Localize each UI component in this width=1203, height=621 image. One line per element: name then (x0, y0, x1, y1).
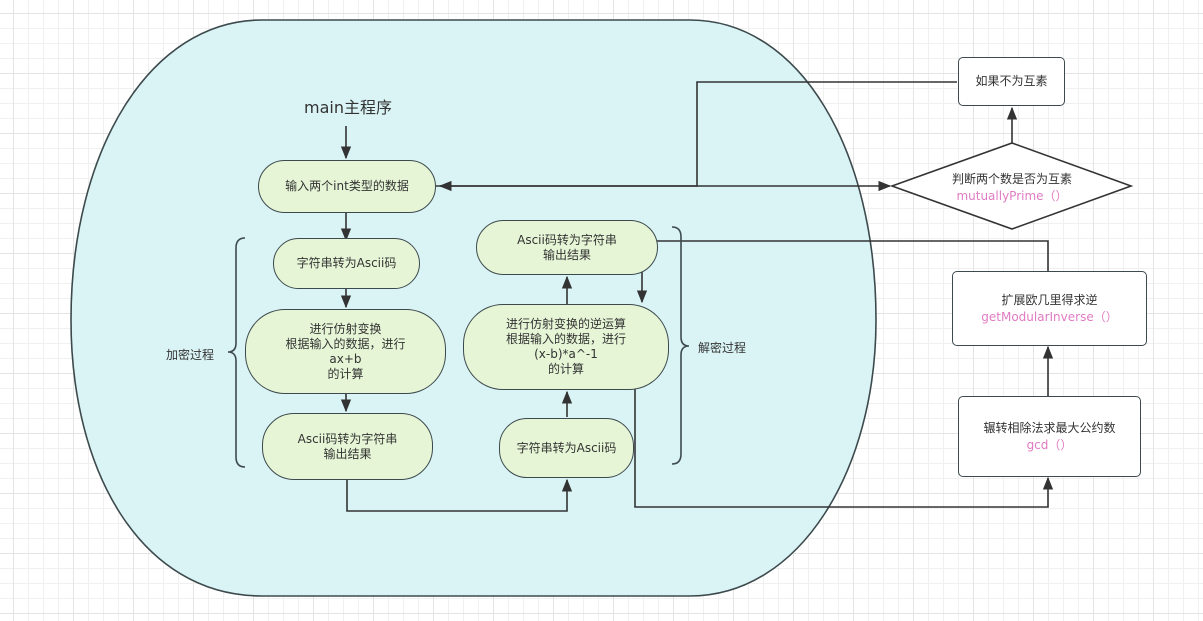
decrypt-step2-line: 的计算 (547, 362, 584, 376)
decrypt-step1-label: 字符串转为Ascii码 (516, 440, 617, 455)
main-program-title: main主程序 (304, 98, 392, 117)
not-coprime-label: 如果不为互素 (975, 74, 1048, 88)
decrypt-step3-line: Ascii码转为字符串 (517, 232, 617, 247)
encrypt-step2-line: 根据输入的数据，进行 (285, 336, 406, 351)
mutually-prime-fn: mutuallyPrime（） (956, 189, 1068, 203)
encrypt-step2-line: 的计算 (327, 366, 364, 381)
encrypt-step3-line: Ascii码转为字符串 (297, 431, 398, 446)
coprime-desc: 判断两个数是否为互素 (951, 172, 1072, 186)
decrypt-step2-line: (x-b)*a^-1 (534, 347, 598, 361)
modular-inverse-desc: 扩展欧几里得求逆 (1001, 292, 1098, 307)
modular-inverse-node[interactable]: 扩展欧几里得求逆 getModularInverse（） (952, 271, 1147, 346)
encrypt-step-affine[interactable]: 进行仿射变换 根据输入的数据，进行 ax+b 的计算 (245, 309, 446, 394)
gcd-fn: gcd（） (1026, 437, 1073, 452)
encrypt-step1-label: 字符串转为Ascii码 (296, 256, 397, 270)
coprime-decision-text: 判断两个数是否为互素 mutuallyPrime（） (932, 171, 1092, 205)
edge-enc3-to-dec1 (346, 478, 573, 512)
get-modular-inverse-fn: getModularInverse（） (981, 309, 1118, 324)
input-node[interactable]: 输入两个int类型的数据 (258, 160, 436, 213)
decrypt-step-string-to-ascii[interactable]: 字符串转为Ascii码 (499, 418, 634, 478)
encrypt-step3-line: 输出结果 (323, 446, 372, 461)
encrypt-step2-line: ax+b (329, 351, 362, 366)
gcd-node[interactable]: 辗转相除法求最大公约数 gcd（） (958, 396, 1141, 477)
decrypt-label: 解密过程 (698, 341, 747, 355)
not-coprime-node[interactable]: 如果不为互素 (958, 57, 1065, 106)
encrypt-step-ascii-to-string[interactable]: Ascii码转为字符串 输出结果 (262, 413, 433, 480)
edge-dec2-to-gcd (634, 384, 1054, 508)
decrypt-brace (671, 226, 690, 465)
main-program-container (70, 19, 877, 597)
edge-notcoprime-to-input (438, 81, 957, 192)
encrypt-brace (227, 237, 246, 468)
decrypt-step-ascii-to-string[interactable]: Ascii码转为字符串 输出结果 (476, 220, 658, 275)
input-node-label: 输入两个int类型的数据 (285, 179, 409, 193)
decrypt-step-inverse-affine[interactable]: 进行仿射变换的逆运算 根据输入的数据，进行 (x-b)*a^-1 的计算 (463, 304, 669, 390)
coprime-decision-diamond[interactable] (889, 142, 1134, 230)
encrypt-step2-line: 进行仿射变换 (309, 321, 382, 336)
decrypt-step3-line: 输出结果 (542, 247, 591, 262)
decrypt-step2-line: 进行仿射变换的逆运算 (505, 317, 626, 331)
gcd-desc: 辗转相除法求最大公约数 (983, 420, 1116, 435)
encrypt-step-string-to-ascii[interactable]: 字符串转为Ascii码 (273, 238, 420, 289)
decrypt-step2-line: 根据输入的数据，进行 (505, 332, 626, 346)
encrypt-label: 加密过程 (166, 348, 215, 362)
